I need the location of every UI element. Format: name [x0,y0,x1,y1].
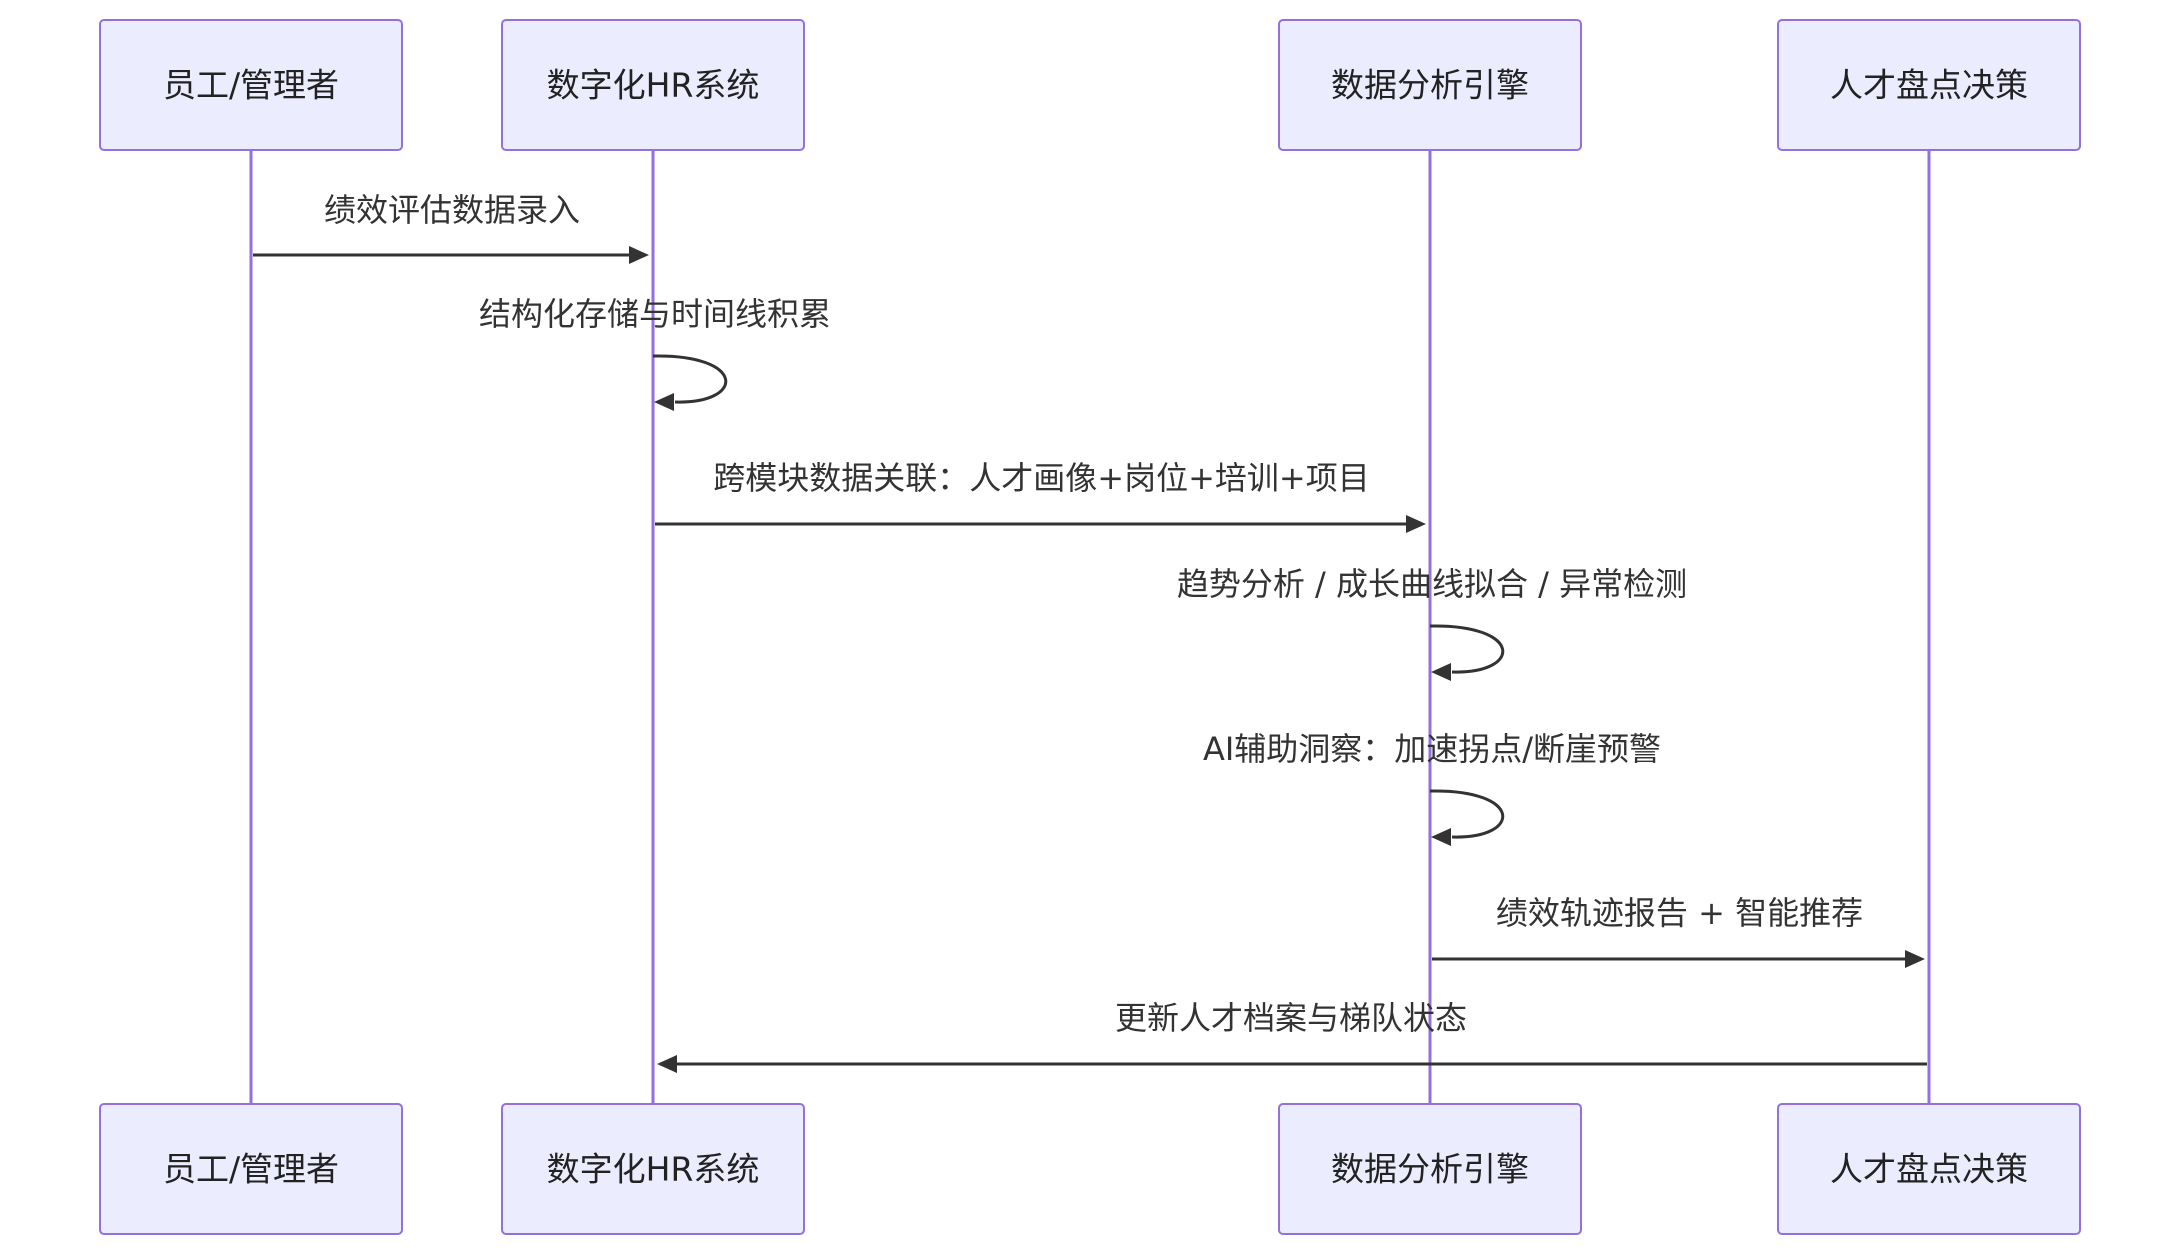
actor-box [1777,19,2081,151]
arrowhead [1905,950,1925,968]
actor-box [1278,19,1582,151]
message-label: 趋势分析 / 成长曲线拟合 / 异常检测 [1177,565,1687,603]
arrowhead [657,1055,677,1073]
actor-decision-top: 人才盘点决策 [1777,19,2081,151]
actor-label: 人才盘点决策 [1830,66,2028,105]
message-1: 绩效评估数据录入 [253,191,649,264]
actor-label: 数字化HR系统 [547,66,760,105]
arrowhead [1431,828,1451,846]
arrowhead [1406,515,1426,533]
actor-label: 数据分析引擎 [1331,66,1529,105]
self-loop-arrow [1429,789,1505,839]
actor-user-bottom: 员工/管理者 [99,1103,403,1235]
actor-hr-bottom: 数字化HR系统 [501,1103,805,1235]
message-2: 结构化存储与时间线积累 [479,295,831,411]
actor-box [99,19,403,151]
actor-box [1777,1103,2081,1235]
actor-label: 员工/管理者 [163,1150,339,1189]
actor-box [1278,1103,1582,1235]
actor-label: 数据分析引擎 [1331,1150,1529,1189]
actor-label: 数字化HR系统 [547,1150,760,1189]
message-5: AI辅助洞察：加速拐点/断崖预警 [1203,730,1661,846]
message-label: 跨模块数据关联：人才画像+岗位+培训+项目 [713,459,1369,497]
self-loop-arrow [652,354,728,404]
messages: 绩效评估数据录入结构化存储与时间线积累跨模块数据关联：人才画像+岗位+培训+项目… [253,191,1927,1073]
actor-label: 人才盘点决策 [1830,1150,2028,1189]
message-label: 更新人才档案与梯队状态 [1115,999,1467,1037]
actor-box [501,1103,805,1235]
actors: 员工/管理者员工/管理者数字化HR系统数字化HR系统数据分析引擎数据分析引擎人才… [99,19,2081,1235]
message-label: 结构化存储与时间线积累 [479,295,831,333]
arrowhead [629,246,649,264]
message-3: 跨模块数据关联：人才画像+岗位+培训+项目 [655,459,1426,533]
lifelines [249,150,1931,1104]
arrowhead [654,393,674,411]
actor-engine-top: 数据分析引擎 [1278,19,1582,151]
message-label: 绩效轨迹报告 + 智能推荐 [1496,894,1863,932]
actor-user-top: 员工/管理者 [99,19,403,151]
arrowhead [1431,663,1451,681]
message-7: 更新人才档案与梯队状态 [657,999,1927,1073]
actor-label: 员工/管理者 [163,66,339,105]
message-label: 绩效评估数据录入 [324,191,580,229]
actor-hr-top: 数字化HR系统 [501,19,805,151]
actor-decision-bottom: 人才盘点决策 [1777,1103,2081,1235]
actor-box [501,19,805,151]
message-4: 趋势分析 / 成长曲线拟合 / 异常检测 [1177,565,1687,681]
actor-engine-bottom: 数据分析引擎 [1278,1103,1582,1235]
self-loop-arrow [1429,624,1505,674]
actor-box [99,1103,403,1235]
message-label: AI辅助洞察：加速拐点/断崖预警 [1203,730,1661,768]
message-6: 绩效轨迹报告 + 智能推荐 [1432,894,1925,968]
